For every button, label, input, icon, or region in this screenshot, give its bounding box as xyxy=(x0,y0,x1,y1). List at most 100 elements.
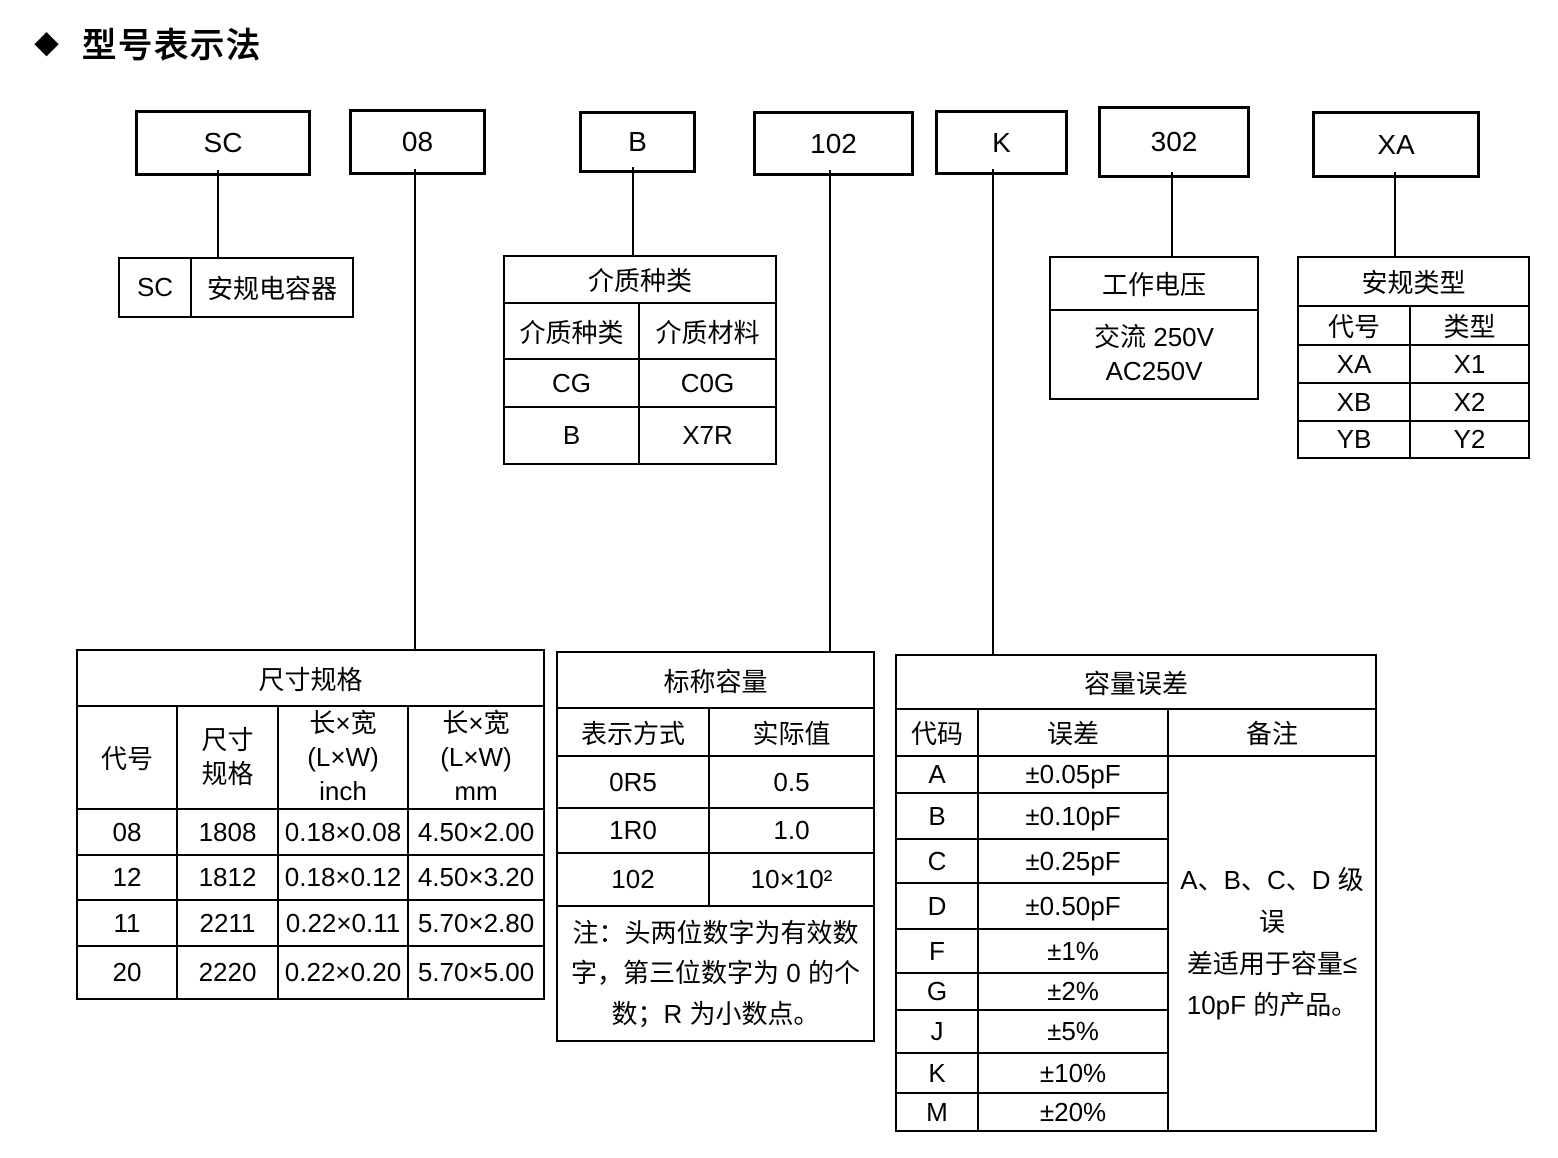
tolerance-cell: J xyxy=(895,1009,979,1054)
tolerance-cell: A xyxy=(895,755,979,794)
table-row: 08 1808 0.18×0.08 4.50×2.00 xyxy=(76,808,546,857)
size-spec-header-code: 代号 xyxy=(76,704,178,811)
dielectric-cell: B xyxy=(503,406,640,465)
tolerance-cell: ±0.05pF xyxy=(977,755,1169,794)
safety-type-title: 安规类型 xyxy=(1296,256,1531,307)
size-spec-cell: 20 xyxy=(76,945,178,1001)
table-row: C ±0.25pF xyxy=(895,838,1376,884)
code-box-sc: SC xyxy=(135,110,311,176)
capacitance-title: 标称容量 xyxy=(555,651,876,709)
capacitance-cell: 1.0 xyxy=(707,807,876,854)
size-spec-cell: 1812 xyxy=(176,854,279,902)
connector-line-102 xyxy=(829,170,831,651)
dielectric-title: 介质种类 xyxy=(502,255,778,304)
size-spec-cell: 11 xyxy=(76,899,178,948)
table-row: M ±20% xyxy=(895,1092,1376,1132)
code-box-k: K xyxy=(935,110,1068,175)
connector-line-b xyxy=(632,167,634,257)
safety-type-cell: XB xyxy=(1297,382,1411,422)
tolerance-cell: ±1% xyxy=(977,928,1169,974)
table-row: D ±0.50pF xyxy=(895,882,1376,930)
table-row: 0R5 0.5 xyxy=(556,755,876,809)
tolerance-cell: C xyxy=(895,838,979,884)
safety-type-cell: Y2 xyxy=(1408,420,1531,459)
voltage-table: 工作电压 交流 250V AC250V xyxy=(1049,256,1259,400)
safety-type-header-code: 代号 xyxy=(1297,305,1411,346)
size-spec-title: 尺寸规格 xyxy=(75,649,546,707)
tolerance-cell: ±2% xyxy=(977,972,1169,1011)
tolerance-cell: ±5% xyxy=(977,1009,1169,1054)
dielectric-cell: X7R xyxy=(637,406,778,465)
capacitance-cell: 1R0 xyxy=(556,807,710,854)
safety-type-table: 安规类型 代号 类型 XA X1 XB X2 YB Y2 xyxy=(1296,256,1531,459)
code-box-08: 08 xyxy=(349,109,486,175)
code-box-xa: XA xyxy=(1312,111,1480,178)
table-row: XA X1 xyxy=(1297,344,1531,384)
tolerance-cell: F xyxy=(895,928,979,974)
capacitance-cell: 10×10² xyxy=(707,852,876,907)
safety-type-cell: X1 xyxy=(1408,344,1531,384)
size-spec-header-mm: 长×宽 (L×W) mm xyxy=(406,704,546,811)
table-row: 1R0 1.0 xyxy=(556,807,876,854)
size-spec-cell: 0.22×0.11 xyxy=(277,899,409,948)
tolerance-cell: ±0.25pF xyxy=(977,838,1169,884)
tolerance-cell: ±0.10pF xyxy=(977,792,1169,840)
safety-type-cell: YB xyxy=(1297,420,1411,459)
size-spec-cell: 12 xyxy=(76,854,178,902)
table-row: XB X2 xyxy=(1297,382,1531,422)
tolerance-remark: A、B、C、D 级误 差适用于容量≤ 10pF 的产品。 xyxy=(1166,755,1378,1132)
page-title-text: 型号表示法 xyxy=(82,27,263,65)
size-spec-cell: 08 xyxy=(76,808,178,857)
tolerance-cell: K xyxy=(895,1052,979,1094)
code-box-102: 102 xyxy=(753,111,914,176)
table-row: K ±10% xyxy=(895,1052,1376,1094)
capacitance-table: 标称容量 表示方式 实际值 0R5 0.5 1R0 1.0 102 10×10²… xyxy=(555,651,876,1042)
size-spec-cell: 5.70×5.00 xyxy=(406,945,546,1001)
size-spec-cell: 0.18×0.12 xyxy=(277,854,409,902)
size-spec-cell: 2211 xyxy=(176,899,279,948)
tolerance-cell: B xyxy=(895,792,979,840)
connector-line-302 xyxy=(1171,172,1173,256)
dielectric-header-material: 介质材料 xyxy=(637,302,778,360)
table-row: G ±2% xyxy=(895,972,1376,1011)
table-row: F ±1% xyxy=(895,928,1376,974)
table-row: 11 2211 0.22×0.11 5.70×2.80 xyxy=(76,899,546,948)
voltage-title: 工作电压 xyxy=(1049,256,1259,311)
voltage-value: 交流 250V AC250V xyxy=(1049,309,1259,400)
capacitance-header-notation: 表示方式 xyxy=(556,707,710,757)
capacitance-cell: 0.5 xyxy=(707,755,876,809)
capacitance-note: 注：头两位数字为有效数 字，第三位数字为 0 的个 数；R 为小数点。 xyxy=(555,905,876,1042)
connector-line-08 xyxy=(414,169,416,649)
code-box-b: B xyxy=(579,111,696,173)
tolerance-title: 容量误差 xyxy=(894,654,1378,710)
page-title: ◆ 型号表示法 xyxy=(35,18,262,67)
dielectric-header-kind: 介质种类 xyxy=(503,302,640,360)
tolerance-header-tolerance: 误差 xyxy=(977,708,1169,757)
sc-legend-table: SC 安规电容器 xyxy=(118,257,354,318)
sc-legend-code: SC xyxy=(118,257,192,318)
capacitance-cell: 102 xyxy=(556,852,710,907)
tolerance-cell: ±10% xyxy=(977,1052,1169,1094)
tolerance-cell: D xyxy=(895,882,979,930)
tolerance-cell: ±0.50pF xyxy=(977,882,1169,930)
size-spec-cell: 2220 xyxy=(176,945,279,1001)
table-row: 20 2220 0.22×0.20 5.70×5.00 xyxy=(76,945,546,1001)
safety-type-header-type: 类型 xyxy=(1408,305,1531,346)
tolerance-cell: G xyxy=(895,972,979,1011)
table-row: B ±0.10pF xyxy=(895,792,1376,840)
tolerance-header-code: 代码 xyxy=(895,708,979,757)
sc-legend-desc: 安规电容器 xyxy=(190,257,354,318)
capacitance-header-actual: 实际值 xyxy=(707,707,876,757)
connector-line-k xyxy=(992,169,994,654)
size-spec-cell: 4.50×3.20 xyxy=(406,854,546,902)
size-spec-cell: 0.18×0.08 xyxy=(277,808,409,857)
table-row: 12 1812 0.18×0.12 4.50×3.20 xyxy=(76,854,546,902)
code-box-302: 302 xyxy=(1098,106,1250,178)
capacitance-cell: 0R5 xyxy=(556,755,710,809)
table-row: 102 10×10² xyxy=(556,852,876,907)
size-spec-header-inch: 长×宽 (L×W) inch xyxy=(277,704,409,811)
tolerance-cell: ±20% xyxy=(977,1092,1169,1132)
size-spec-cell: 4.50×2.00 xyxy=(406,808,546,857)
size-spec-header-size: 尺寸 规格 xyxy=(176,704,279,811)
